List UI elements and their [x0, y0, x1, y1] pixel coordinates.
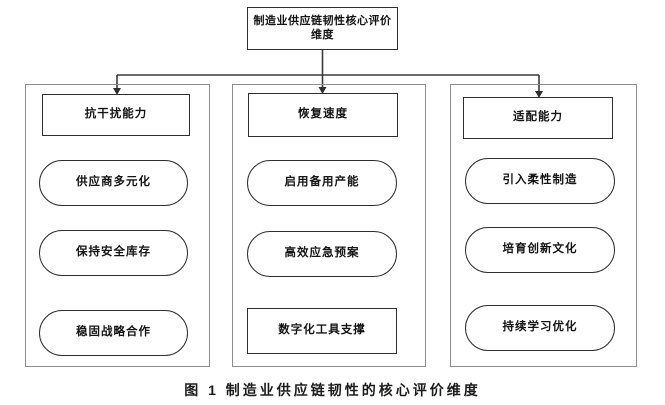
- branch-group-adaptability: [450, 84, 637, 367]
- branch-header-recovery: 恢复速度: [248, 93, 398, 137]
- measure-node: 供应商多元化: [39, 160, 188, 206]
- measure-node: 高效应急预案: [247, 231, 397, 277]
- measure-node: 启用备用产能: [247, 160, 397, 206]
- measure-node: 保持安全库存: [39, 230, 188, 276]
- root-node: 制造业供应链韧性核心评价维度: [247, 7, 398, 50]
- measure-node: 数字化工具支撑: [247, 308, 397, 354]
- branch-group-recovery: [232, 84, 426, 367]
- figure-caption: 图 1 制造业供应链韧性的核心评价维度: [184, 382, 481, 398]
- measure-node: 稳固战略合作: [39, 310, 188, 356]
- measure-node: 持续学习优化: [465, 305, 615, 351]
- measure-node: 引入柔性制造: [465, 158, 615, 204]
- branch-header-resistance: 抗干扰能力: [42, 94, 190, 136]
- branch-header-adaptability: 适配能力: [463, 97, 613, 139]
- measure-node: 培育创新文化: [465, 227, 615, 273]
